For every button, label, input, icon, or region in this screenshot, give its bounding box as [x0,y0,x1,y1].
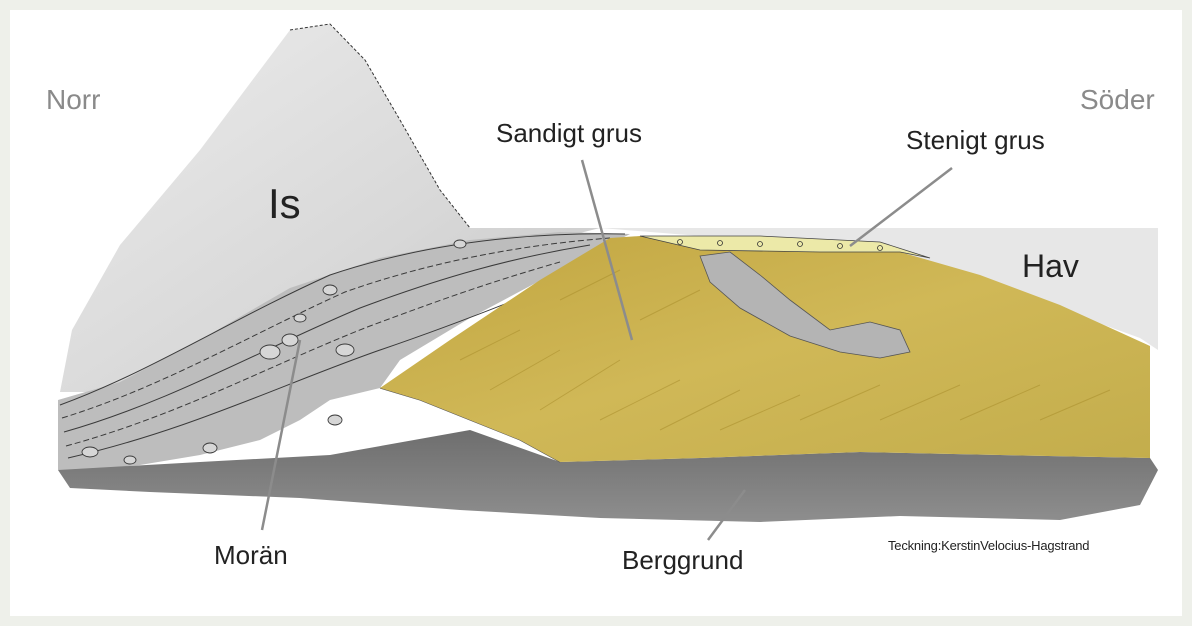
bedrock-label: Berggrund [622,545,743,576]
moraine-label: Morän [214,540,288,571]
stony-gravel-label: Stenigt grus [906,125,1045,156]
south-label: Söder [1080,84,1155,116]
credit-label: Teckning:KerstinVelocius-Hagstrand [888,538,1089,553]
sea-label: Hav [1022,248,1079,285]
ice-label: Is [268,180,301,228]
sandy-gravel-label: Sandigt grus [496,118,642,149]
north-label: Norr [46,84,100,116]
